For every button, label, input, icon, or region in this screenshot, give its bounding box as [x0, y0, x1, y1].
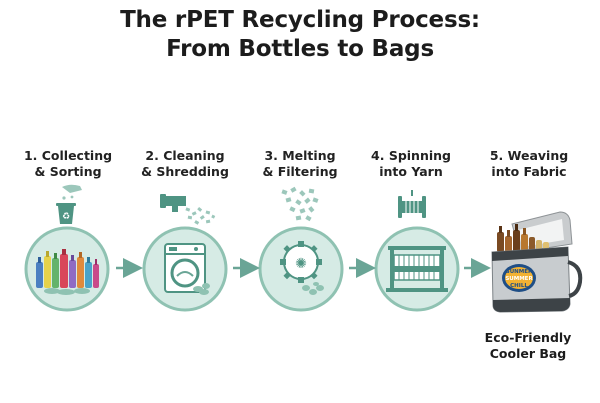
- step-4-label: 4. Spinning into Yarn: [356, 148, 466, 180]
- washing-machine-illustration: [164, 243, 210, 295]
- step-4-title: 4. Spinning: [371, 148, 451, 163]
- melting-filter-illustration: ✺: [280, 241, 324, 295]
- recycle-bin-icon: ♻: [56, 184, 82, 224]
- title-line-2: From Bottles to Bags: [166, 36, 434, 62]
- product-label-line-1: Eco-Friendly: [484, 330, 572, 345]
- step-1-label: 1. Collecting & Sorting: [13, 148, 123, 180]
- step-5-label: 5. Weaving into Fabric: [474, 148, 584, 180]
- step-2-label: 2. Cleaning & Shredding: [130, 148, 240, 180]
- plastic-flakes-icon: [281, 186, 319, 222]
- step-2-subtitle: & Shredding: [141, 164, 229, 179]
- loom-illustration: [386, 246, 448, 292]
- step-2-title: 2. Cleaning: [145, 148, 225, 163]
- product-label-line-2: Cooler Bag: [489, 346, 567, 361]
- cooler-bag-illustration: SUNMER SUMMER CHILL: [491, 211, 583, 313]
- yarn-spool-icon: [398, 190, 426, 218]
- svg-text:✺: ✺: [295, 256, 307, 272]
- step-4-subtitle: into Yarn: [379, 164, 443, 179]
- logo-text-3: CHILL: [510, 283, 528, 289]
- logo-text-2: SUMMER: [505, 276, 533, 282]
- step-1-title: 1. Collecting: [23, 148, 113, 163]
- plastic-bottles-illustration: [36, 249, 99, 295]
- step-5-title: 5. Weaving: [489, 148, 569, 163]
- diagram-title: The rPET Recycling Process: From Bottles…: [0, 6, 600, 64]
- step-3-label: 3. Melting & Filtering: [245, 148, 355, 180]
- step-5-subtitle: into Fabric: [491, 164, 567, 179]
- step-3-subtitle: & Filtering: [262, 164, 338, 179]
- logo-text-1: SUNMER: [506, 269, 533, 275]
- step-1-subtitle: & Sorting: [34, 164, 102, 179]
- title-line-1: The rPET Recycling Process:: [120, 7, 480, 33]
- svg-text:♻: ♻: [62, 212, 70, 222]
- step-3-title: 3. Melting: [264, 148, 336, 163]
- shredder-flakes-icon: [160, 194, 216, 225]
- product-label: Eco-Friendly Cooler Bag: [468, 330, 588, 362]
